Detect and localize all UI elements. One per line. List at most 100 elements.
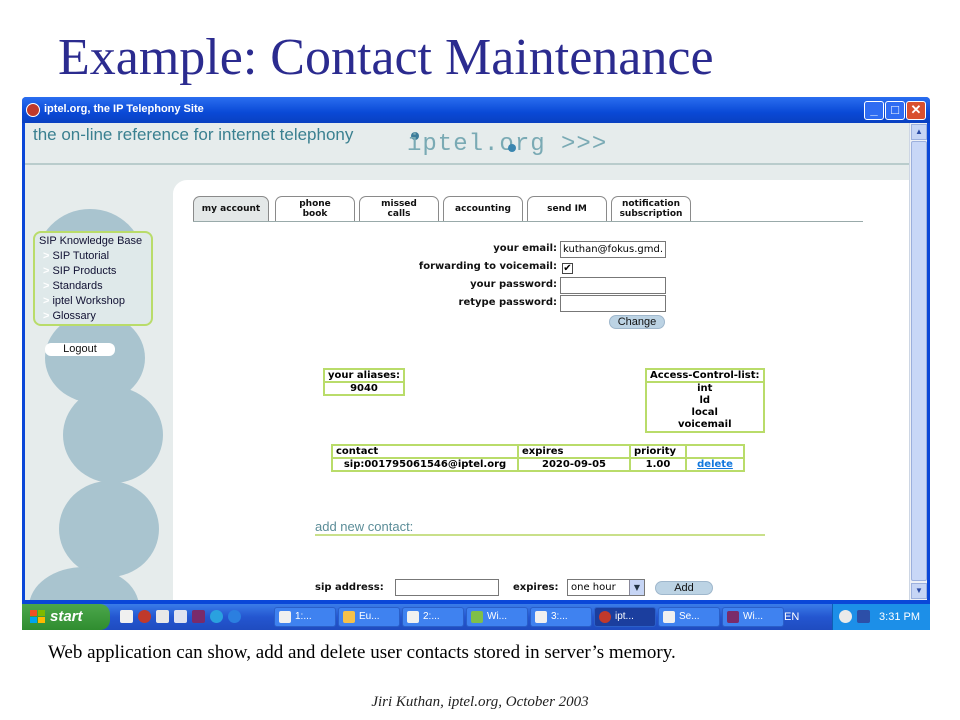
add-button[interactable]: Add xyxy=(655,581,713,595)
task-label: Eu... xyxy=(359,611,380,622)
aliases-table: your aliases: 9040 xyxy=(323,368,405,396)
tab-my-account[interactable]: my account xyxy=(193,196,269,221)
tab-divider xyxy=(193,221,863,222)
scroll-up-icon[interactable]: ▲ xyxy=(911,124,927,140)
expires-label: expires: xyxy=(513,582,559,593)
tray-icon[interactable] xyxy=(857,610,870,623)
password-label: your password: xyxy=(470,279,557,290)
forwarding-checkbox[interactable]: ✔ xyxy=(562,263,573,274)
vertical-scrollbar[interactable]: ▲ ▼ xyxy=(909,123,927,600)
column-header-expires: expires xyxy=(517,444,631,459)
quicklaunch-icon[interactable] xyxy=(210,610,223,623)
slide-title: Example: Contact Maintenance xyxy=(58,29,714,86)
task-button-active[interactable]: ipt... xyxy=(594,607,656,627)
delete-link[interactable]: delete xyxy=(697,459,733,470)
browser-window: iptel.org, the IP Telephony Site _ □ ✕ t… xyxy=(22,97,930,630)
expires-select[interactable]: one hour ▼ xyxy=(567,579,645,596)
tray-icon[interactable] xyxy=(839,610,852,623)
scroll-thumb[interactable] xyxy=(911,141,927,581)
tab-label-line2: subscription xyxy=(619,209,683,219)
minimize-button[interactable]: _ xyxy=(864,101,884,120)
quicklaunch-icon[interactable] xyxy=(120,610,133,623)
column-header-action xyxy=(685,444,745,459)
task-button[interactable]: 3:... xyxy=(530,607,592,627)
quicklaunch-icon[interactable] xyxy=(192,610,205,623)
contacts-table: contact expires priority sip:00179506154… xyxy=(331,444,745,472)
sidebar-item-label: Glossary xyxy=(52,310,96,322)
sidebar-item-label: Standards xyxy=(52,280,103,292)
task-icon xyxy=(727,611,739,623)
knowledge-base-title: SIP Knowledge Base xyxy=(39,235,143,247)
page-content: the on-line reference for internet telep… xyxy=(25,123,909,600)
sidebar-item-label: SIP Products xyxy=(52,265,117,277)
slide-caption: Web application can show, add and delete… xyxy=(48,642,676,663)
tab-accounting[interactable]: accounting xyxy=(443,196,523,221)
system-tray: 3:31 PM xyxy=(832,604,930,630)
sidebar-item-standards[interactable]: >Standards xyxy=(43,280,103,292)
tab-label: notification xyxy=(621,199,681,209)
quicklaunch-icon[interactable] xyxy=(174,610,187,623)
site-tagline: the on-line reference for internet telep… xyxy=(33,125,354,144)
acl-table: Access-Control-list: int ld local voicem… xyxy=(645,368,765,433)
language-indicator[interactable]: EN xyxy=(784,611,800,623)
decor-circle xyxy=(45,313,145,403)
change-button[interactable]: Change xyxy=(609,315,665,329)
tab-label: my account xyxy=(201,204,261,214)
maximize-button[interactable]: □ xyxy=(885,101,905,120)
acl-values: int ld local voicemail xyxy=(645,381,765,433)
sidebar-item-glossary[interactable]: >Glossary xyxy=(43,310,96,322)
close-button[interactable]: ✕ xyxy=(906,101,926,120)
iptel-app-icon xyxy=(26,103,40,117)
logo-dot-icon xyxy=(508,144,516,152)
email-field[interactable]: kuthan@fokus.gmd. xyxy=(560,241,666,258)
task-label: Wi... xyxy=(487,611,507,622)
task-button[interactable]: 2:... xyxy=(402,607,464,627)
quicklaunch-icon[interactable] xyxy=(156,610,169,623)
sidebar-item-sip-tutorial[interactable]: >SIP Tutorial xyxy=(43,250,109,262)
tab-label: phone xyxy=(299,199,331,209)
start-label: start xyxy=(50,608,83,625)
scroll-down-icon[interactable]: ▼ xyxy=(911,583,927,599)
aliases-header: your aliases: xyxy=(323,368,405,383)
table-header-row: contact expires priority xyxy=(331,444,745,459)
clock[interactable]: 3:31 PM xyxy=(879,611,920,623)
task-button[interactable]: Eu... xyxy=(338,607,400,627)
task-button[interactable]: 1:... xyxy=(274,607,336,627)
quicklaunch-icon[interactable] xyxy=(138,610,151,623)
table-row: sip:001795061546@iptel.org 2020-09-05 1.… xyxy=(331,457,745,472)
acl-value: int xyxy=(697,383,713,394)
sidebar-item-label: SIP Tutorial xyxy=(52,250,110,262)
ie-icon[interactable] xyxy=(228,610,241,623)
task-label: Wi... xyxy=(743,611,763,622)
acl-value: ld xyxy=(699,395,711,406)
sidebar-item-sip-products[interactable]: >SIP Products xyxy=(43,265,116,277)
task-button[interactable]: Wi... xyxy=(466,607,528,627)
logout-button[interactable]: Logout xyxy=(45,343,115,356)
window-title: iptel.org, the IP Telephony Site xyxy=(44,103,204,115)
password-field[interactable] xyxy=(560,277,666,294)
sip-address-label: sip address: xyxy=(315,582,384,593)
task-button[interactable]: Se... xyxy=(658,607,720,627)
decor-circle xyxy=(63,387,163,483)
task-icon xyxy=(471,611,483,623)
tab-label-line2: book xyxy=(302,209,328,219)
task-icon xyxy=(407,611,419,623)
tab-send-im[interactable]: send IM xyxy=(527,196,607,221)
start-button[interactable]: start xyxy=(22,604,110,630)
sip-address-field[interactable] xyxy=(395,579,499,596)
retype-password-field[interactable] xyxy=(560,295,666,312)
chevron-down-icon[interactable]: ▼ xyxy=(629,580,644,595)
task-icon xyxy=(343,611,355,623)
forwarding-label: forwarding to voicemail: xyxy=(418,261,557,272)
task-button[interactable]: Wi... xyxy=(722,607,784,627)
sidebar-item-iptel-workshop[interactable]: >iptel Workshop xyxy=(43,295,125,307)
window-titlebar[interactable]: iptel.org, the IP Telephony Site _ □ ✕ xyxy=(22,97,930,123)
site-logo[interactable]: iptel.org >>> xyxy=(407,131,608,158)
decor-circle xyxy=(59,481,159,577)
add-contact-divider xyxy=(315,534,765,536)
priority-cell: 1.00 xyxy=(629,457,687,472)
